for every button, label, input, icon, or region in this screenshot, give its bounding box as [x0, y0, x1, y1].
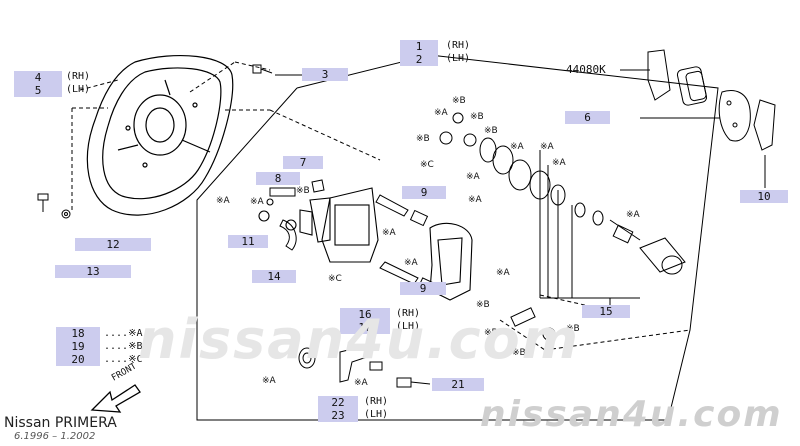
part-10-label[interactable]: 10 [740, 190, 788, 203]
marker-a: ※A [216, 196, 230, 206]
marker-a: ※A [466, 172, 480, 182]
part-17-label[interactable]: 17 [340, 321, 390, 334]
side-rh-1: (RH) [446, 40, 471, 51]
marker-a: ※A [262, 376, 276, 386]
part-18-label[interactable]: 18 [56, 327, 100, 340]
leader-lines [71, 61, 691, 351]
model-name: Nissan PRIMERA [4, 415, 117, 431]
part-19-label[interactable]: 19 [56, 340, 100, 353]
part-4-label[interactable]: 4 [14, 71, 62, 84]
bolt-drawing [37, 193, 71, 219]
marker-a: ※A [354, 378, 368, 388]
caliper-body-drawing [258, 187, 379, 263]
part-14-label[interactable]: 14 [252, 270, 296, 283]
part-7-label[interactable]: 7 [283, 156, 323, 169]
marker-b: ※B [416, 134, 430, 144]
part-6-label[interactable]: 6 [565, 111, 610, 124]
side-lh-2: (LH) [446, 53, 471, 64]
part-16-label[interactable]: 16 [340, 308, 390, 321]
solid-leaders [275, 55, 766, 305]
part-2-label[interactable]: 2 [400, 53, 438, 66]
legend-20-marker: ....※C [104, 354, 143, 365]
side-lh-5: (LH) [66, 84, 91, 95]
bottom-parts-drawing [298, 345, 431, 388]
marker-a: ※A [552, 158, 566, 168]
part-22-label[interactable]: 22 [318, 396, 358, 409]
part-12-label[interactable]: 12 [75, 238, 151, 251]
part-9-lower-label[interactable]: 9 [400, 282, 446, 295]
part-5-label[interactable]: 5 [14, 84, 62, 97]
marker-a: ※A [250, 197, 264, 207]
piston-drawing [439, 112, 686, 275]
part-20-label[interactable]: 20 [56, 353, 100, 366]
marker-a: ※A [382, 228, 396, 238]
side-rh-22: (RH) [364, 396, 389, 407]
screw-drawing [252, 64, 273, 74]
legend-18-marker: ....※A [104, 328, 143, 339]
part-8-label[interactable]: 8 [256, 172, 300, 185]
side-rh-4: (RH) [66, 71, 91, 82]
bracket-drawing [269, 179, 325, 251]
side-rh-16: (RH) [396, 308, 421, 319]
assembly-outline [196, 54, 719, 421]
part-9-upper-label[interactable]: 9 [402, 186, 446, 199]
model-dates: 6.1996 – 1.2002 [14, 431, 96, 442]
part-1-label[interactable]: 1 [400, 40, 438, 53]
corner-watermark: nissan4u.com [480, 394, 783, 435]
marker-a: ※A [496, 268, 510, 278]
part-23-label[interactable]: 23 [318, 409, 358, 422]
pad-kit-drawing [647, 49, 776, 151]
marker-a: ※A [626, 210, 640, 220]
front-arrow-drawing [90, 384, 141, 413]
support-drawing [429, 222, 473, 301]
pins-drawing [375, 194, 556, 341]
marker-a: ※A [404, 258, 418, 268]
legend-19-marker: ....※B [104, 341, 143, 352]
marker-b: ※B [566, 324, 580, 334]
part-13-label[interactable]: 13 [55, 265, 131, 278]
marker-b: ※B [512, 348, 526, 358]
marker-b: ※B [484, 126, 498, 136]
side-lh-23: (LH) [364, 409, 389, 420]
marker-b: ※B [452, 96, 466, 106]
marker-b: ※B [476, 300, 490, 310]
center-watermark: nissan4u.com [138, 308, 581, 371]
marker-b: ※B [296, 186, 310, 196]
marker-a: ※A [468, 195, 482, 205]
dust-shield-drawing [86, 54, 234, 216]
part-3-label[interactable]: 3 [302, 68, 348, 81]
marker-b: ※B [470, 112, 484, 122]
part-15-label[interactable]: 15 [582, 305, 630, 318]
pad-kit-code[interactable]: 44080K [566, 63, 606, 76]
marker-c: ※C [328, 274, 342, 284]
side-lh-17: (LH) [396, 321, 421, 332]
marker-a: ※A [434, 108, 448, 118]
marker-c: ※C [420, 160, 434, 170]
part-11-label[interactable]: 11 [228, 235, 268, 248]
marker-a: ※A [510, 142, 524, 152]
marker-b: ※B [484, 328, 498, 338]
part-21-label[interactable]: 21 [432, 378, 484, 391]
marker-a: ※A [540, 142, 554, 152]
